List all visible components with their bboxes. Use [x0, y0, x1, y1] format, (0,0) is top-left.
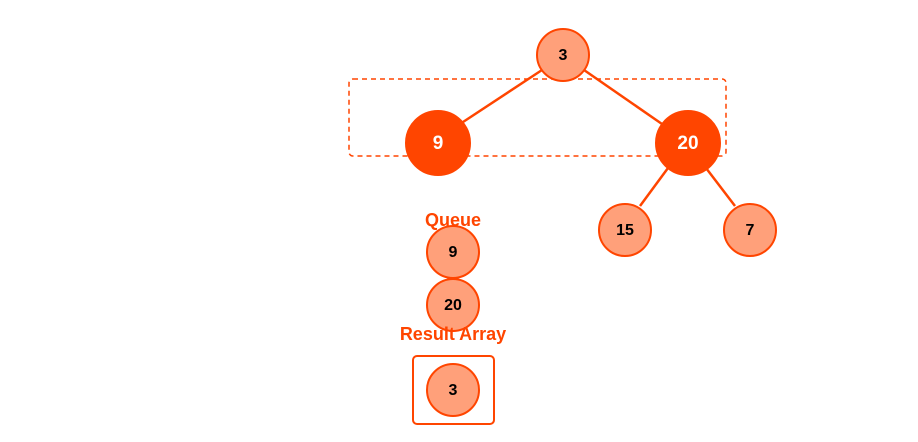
queue-item: 9	[426, 225, 480, 279]
tree-node-right-left: 15	[598, 203, 652, 257]
result-array-box	[412, 355, 495, 425]
edge-20-15	[638, 167, 670, 207]
current-level-highlight	[348, 78, 727, 157]
edge-3-20	[583, 68, 663, 126]
result-array-label: Result Array	[400, 324, 506, 344]
tree-node-right-right-value: 7	[746, 222, 755, 239]
tree-node-left-value: 9	[433, 133, 444, 154]
edge-3-9	[459, 68, 543, 126]
tree-node-right-left-value: 15	[616, 222, 634, 239]
result-item-value: 3	[449, 382, 458, 399]
tree-node-right-active: 20	[655, 110, 721, 176]
queue-item-value: 20	[444, 297, 462, 314]
tree-node-root-value: 3	[559, 47, 568, 64]
edge-20-7	[705, 167, 736, 207]
queue-item: 20	[426, 278, 480, 332]
tree-node-right-right: 7	[723, 203, 777, 257]
tree-node-left-active: 9	[405, 110, 471, 176]
queue-item-value: 9	[449, 244, 458, 261]
tree-node-right-value: 20	[677, 133, 698, 154]
queue-label: Queue	[425, 210, 481, 230]
tree-node-root: 3	[536, 28, 590, 82]
result-item: 3	[426, 363, 480, 417]
